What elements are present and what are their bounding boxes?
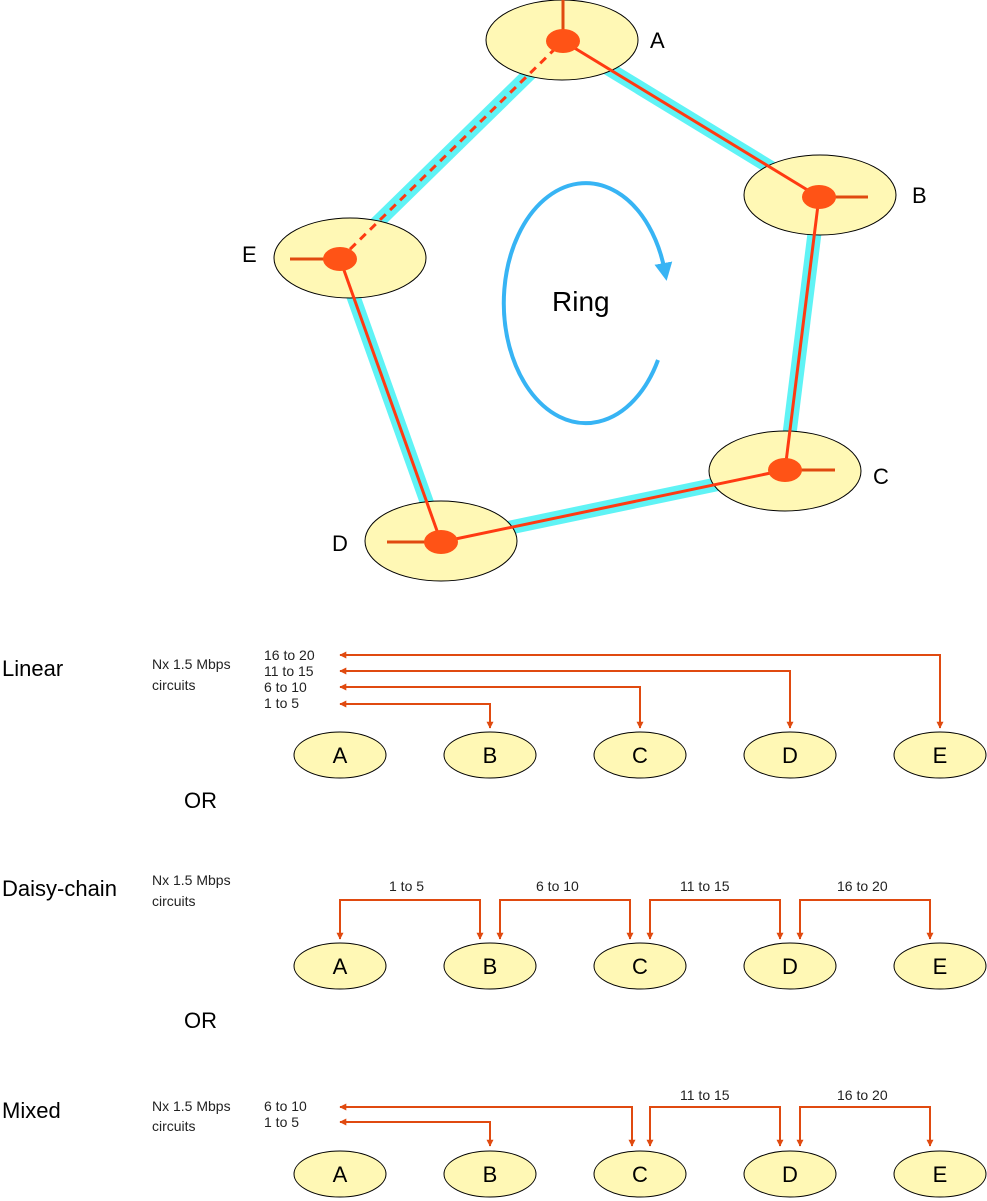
mixed-circuit-arrow — [339, 1118, 494, 1147]
ring-link-d-e — [338, 258, 443, 543]
mixed-node-d — [743, 1150, 837, 1198]
daisy-circuit-label: 6 to 10 — [536, 878, 579, 894]
or-divider-2: OR — [184, 1008, 217, 1033]
linear-circuit-label: 11 to 15 — [264, 663, 314, 679]
linear-node-a — [293, 731, 387, 779]
daisy-circuit-arrow — [496, 899, 634, 940]
linear-title: Linear — [2, 656, 63, 681]
ring-section: A B C D E Ring — [242, 0, 927, 582]
daisy-circuit-label: 1 to 5 — [389, 878, 424, 894]
linear-circuit-arrow — [339, 683, 644, 729]
linear-arrow-group — [339, 651, 944, 729]
daisy-chain-section: Daisy-chain Nx 1.5 Mbps circuits 1 to 5 … — [2, 872, 987, 990]
linear-node-label: A — [333, 743, 348, 768]
daisy-node-a — [293, 942, 387, 990]
ring-hub-a — [546, 29, 580, 53]
linear-circuit-arrow — [339, 651, 944, 729]
ring-hub-d — [424, 530, 458, 554]
ring-hub-c — [768, 458, 802, 482]
daisy-node-label: E — [933, 954, 948, 979]
linear-node-d — [743, 731, 837, 779]
ring-link-group — [338, 39, 821, 544]
linear-node-b — [443, 731, 537, 779]
ring-link-e-a — [338, 39, 565, 261]
ring-title: Ring — [552, 286, 610, 317]
linear-circuit-arrow — [339, 667, 794, 729]
daisy-circuit-arrow — [336, 899, 484, 940]
ring-hub-group — [290, 0, 868, 554]
daisy-circuit-label: 16 to 20 — [837, 878, 888, 894]
linear-circuits-label-2: circuits — [152, 677, 196, 693]
daisy-circuit-arrow — [646, 899, 784, 940]
mixed-circuits-label-1: Nx 1.5 Mbps — [152, 1098, 231, 1114]
mixed-circuit-label: 6 to 10 — [264, 1098, 307, 1114]
ring-hub-e — [323, 247, 357, 271]
mixed-section: Mixed Nx 1.5 Mbps circuits 6 to 10 1 to … — [2, 1087, 987, 1198]
ring-node-label-d: D — [332, 531, 348, 556]
daisy-circuits-label-2: circuits — [152, 893, 196, 909]
mixed-node-e — [893, 1150, 987, 1198]
ring-node-label-c: C — [873, 464, 889, 489]
linear-circuit-label: 1 to 5 — [264, 695, 299, 711]
mixed-circuit-arrow — [339, 1103, 636, 1147]
mixed-chain-arrow — [646, 1106, 784, 1147]
mixed-node-label: A — [333, 1162, 348, 1187]
ring-link-c-d — [440, 468, 786, 544]
mixed-node-b — [443, 1150, 537, 1198]
daisy-node-group: A B C D E — [293, 942, 987, 990]
mixed-node-group: A B C D E — [293, 1150, 987, 1198]
linear-node-label: D — [782, 743, 798, 768]
linear-node-c — [593, 731, 687, 779]
ring-hub-b — [802, 185, 836, 209]
linear-circuit-label: 16 to 20 — [264, 647, 315, 663]
linear-circuits-label-1: Nx 1.5 Mbps — [152, 656, 231, 672]
linear-node-group: A B C D E — [293, 731, 987, 779]
linear-node-e — [893, 731, 987, 779]
daisy-node-b — [443, 942, 537, 990]
linear-section: Linear Nx 1.5 Mbps circuits 16 to 20 11 … — [2, 647, 987, 779]
mixed-node-label: D — [782, 1162, 798, 1187]
ring-node-label-e: E — [242, 242, 257, 267]
mixed-arrow-group — [339, 1103, 934, 1147]
mixed-title: Mixed — [2, 1098, 61, 1123]
or-divider-1: OR — [184, 788, 217, 813]
linear-node-label: C — [632, 743, 648, 768]
ring-link-a-b — [562, 39, 820, 199]
mixed-circuit-label: 16 to 20 — [837, 1087, 888, 1103]
daisy-node-label: B — [483, 954, 498, 979]
linear-node-label: B — [483, 743, 498, 768]
daisy-arrow-group — [336, 899, 934, 940]
mixed-node-label: E — [933, 1162, 948, 1187]
daisy-node-label: A — [333, 954, 348, 979]
mixed-chain-arrow — [796, 1106, 934, 1147]
linear-circuit-label: 6 to 10 — [264, 679, 307, 695]
mixed-node-label: B — [483, 1162, 498, 1187]
linear-circuit-arrow — [339, 700, 494, 729]
daisy-chain-title: Daisy-chain — [2, 876, 117, 901]
daisy-node-e — [893, 942, 987, 990]
ring-direction-arrow-icon — [501, 181, 673, 426]
daisy-circuit-arrow — [796, 899, 934, 940]
ring-node-label-a: A — [650, 28, 665, 53]
mixed-circuit-label: 11 to 15 — [680, 1087, 730, 1103]
daisy-circuits-label-1: Nx 1.5 Mbps — [152, 872, 231, 888]
linear-node-label: E — [933, 743, 948, 768]
mixed-node-label: C — [632, 1162, 648, 1187]
mixed-circuit-label: 1 to 5 — [264, 1114, 299, 1130]
daisy-circuit-label: 11 to 15 — [680, 878, 730, 894]
daisy-node-label: C — [632, 954, 648, 979]
daisy-node-label: D — [782, 954, 798, 979]
ring-link-b-c — [783, 196, 821, 471]
daisy-node-d — [743, 942, 837, 990]
daisy-node-c — [593, 942, 687, 990]
mixed-node-c — [593, 1150, 687, 1198]
mixed-circuits-label-2: circuits — [152, 1118, 196, 1134]
ring-node-label-b: B — [912, 183, 927, 208]
mixed-node-a — [293, 1150, 387, 1198]
